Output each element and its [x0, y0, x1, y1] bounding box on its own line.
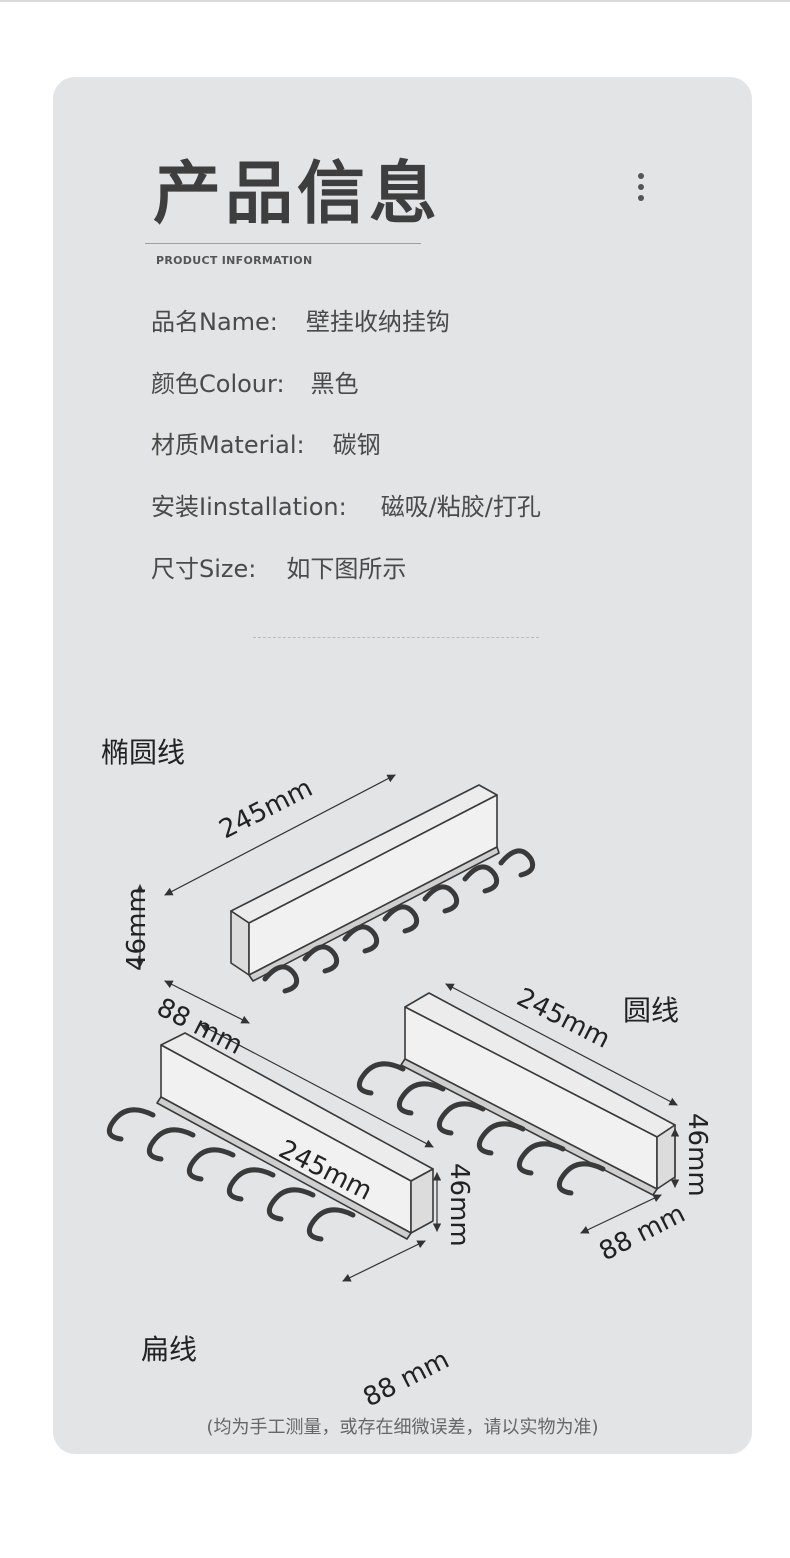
hook [516, 1141, 566, 1176]
spec-value: 黑色 [310, 370, 359, 398]
hook [356, 1061, 406, 1096]
spec-label: 尺寸Size: [151, 555, 257, 583]
dimension-length-label: 245mm [512, 983, 615, 1055]
spec-row-installation: 安装Iinstallation: 磁吸/粘胶/打孔 [151, 495, 541, 519]
spec-row-colour: 颜色Colour: 黑色 [151, 372, 359, 396]
hook [306, 1207, 356, 1242]
hook [302, 944, 340, 974]
dimension-arrow-length [445, 983, 678, 1106]
variant-name-flat: 扁线 [141, 1333, 197, 1366]
variant-name-round: 圆线 [623, 994, 679, 1027]
spec-label: 安装Iinstallation: [151, 493, 347, 521]
hook [476, 1121, 526, 1156]
spec-value: 壁挂收纳挂钩 [305, 308, 450, 336]
variant-name-oval: 椭圆线 [101, 736, 185, 769]
hook [382, 904, 420, 934]
title-underline [145, 243, 421, 244]
rack-side-face [230, 910, 250, 976]
spec-label: 颜色Colour: [151, 370, 285, 398]
top-divider [0, 0, 790, 2]
hook-rack-flat-wire [106, 1024, 442, 1282]
measurement-disclaimer: (均为手工测量，或存在细微误差，请以实物为准) [206, 1417, 599, 1438]
spec-row-size: 尺寸Size: 如下图所示 [151, 557, 406, 581]
page-subtitle: PRODUCT INFORMATION [156, 254, 313, 267]
hook [262, 964, 300, 994]
hook [556, 1161, 606, 1196]
spec-row-name: 品名Name: 壁挂收纳挂钩 [151, 310, 450, 334]
more-options-icon[interactable] [631, 173, 651, 207]
product-info-card: 产品信息 PRODUCT INFORMATION 品名Name: 壁挂收纳挂钩 颜… [53, 77, 752, 1454]
spec-value: 磁吸/粘胶/打孔 [380, 493, 541, 521]
hook [146, 1127, 196, 1162]
dimension-arrow-length [200, 1024, 434, 1148]
hook-row [106, 1107, 356, 1242]
hook [186, 1147, 236, 1182]
dimension-height-label: 46mm [682, 1113, 712, 1197]
dimension-arrow-depth [580, 1194, 662, 1234]
hook [226, 1167, 276, 1202]
hook [342, 924, 380, 954]
page-title: 产品信息 [153, 155, 442, 234]
dimension-height-label: 46mm [122, 887, 152, 971]
dimension-length-label: 245mm [215, 773, 318, 845]
dimension-depth-label: 88 mm [595, 1199, 691, 1268]
dimension-arrow-length [164, 774, 396, 896]
spec-value: 如下图所示 [286, 555, 407, 583]
dashed-divider [253, 637, 539, 638]
rack-side-face [656, 1124, 676, 1190]
spec-label: 品名Name: [151, 308, 278, 336]
hook [436, 1101, 486, 1136]
spec-row-material: 材质Material: 碳钢 [151, 433, 381, 457]
dimension-arrow-depth [342, 1240, 426, 1282]
spec-label: 材质Material: [151, 431, 305, 459]
hook-row [262, 848, 536, 994]
hook [106, 1107, 156, 1142]
hook [266, 1187, 316, 1222]
dimension-arrow-depth [164, 980, 250, 1024]
hook [498, 848, 536, 878]
spec-value: 碳钢 [332, 431, 381, 459]
dimension-height-label: 46mm [444, 1163, 474, 1247]
rack-base-plate [248, 846, 500, 982]
dimension-depth-label: 88 mm [359, 1345, 455, 1407]
rack-side-face [410, 1168, 434, 1234]
hook [422, 884, 460, 914]
hook [462, 864, 500, 894]
hook [396, 1081, 446, 1116]
size-diagram: 椭圆线 245mm 46mm 88 mm 圆线 245mm 46mm 88 mm… [101, 736, 712, 1407]
hook-rack-oval-wire [135, 774, 536, 1024]
